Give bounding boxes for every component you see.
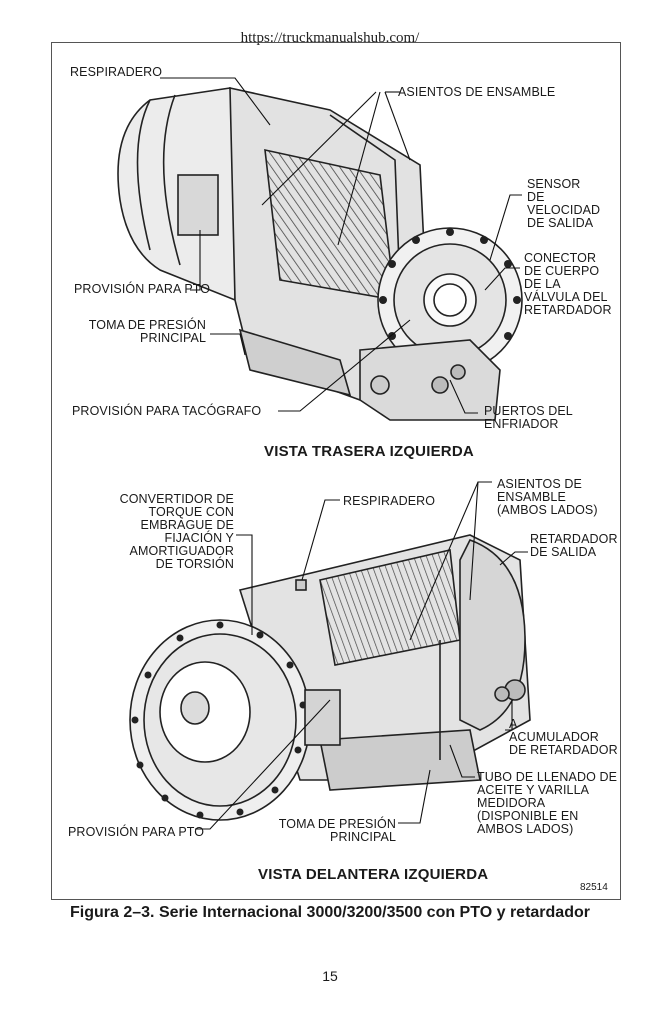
label-provision-tacografo: PROVISIÓN PARA TACÓGRAFO [72,404,262,418]
rear-view-leaders [160,77,522,414]
figure-code: 82514 [580,882,608,893]
label-conector-valvula: CONECTOR DE CUERPO DE LA VÁLVULA DEL RET… [524,251,612,317]
label-toma-presion-bottom: TOMA DE PRESIÓN PRINCIPAL [278,817,396,844]
label-puertos-enfriador: PUERTOS DEL ENFRIADOR [484,404,573,431]
label-asientos-ambos-lados: ASIENTOS DE ENSAMBLE (AMBOS LADOS) [497,477,598,517]
rear-view-drawing [117,86,523,421]
front-view-leaders [195,481,528,830]
label-provision-pto-bottom: PROVISIÓN PARA PTO [68,825,205,839]
front-view-drawing [129,534,531,821]
label-sensor-velocidad: SENSOR DE VELOCIDAD DE SALIDA [527,177,601,230]
title-vista-trasera: VISTA TRASERA IZQUIERDA [264,443,474,460]
title-vista-delantera: VISTA DELANTERA IZQUIERDA [258,866,489,883]
label-tubo-llenado: TUBO DE LLENADO DE ACEITE Y VARILLA MEDI… [477,770,618,836]
label-toma-presion-top: TOMA DE PRESIÓN PRINCIPAL [88,318,206,345]
label-convertidor-torque: CONVERTIDOR DE TORQUE CON EMBRAGUE DE FI… [119,492,234,571]
figure-caption: Figura 2–3. Serie Internacional 3000/320… [70,904,590,921]
label-retardador-salida: RETARDADOR DE SALIDA [530,532,618,559]
label-respiradero: RESPIRADERO [70,65,163,79]
label-asientos-ensamble: ASIENTOS DE ENSAMBLE [398,85,556,99]
label-acumulador-retardador: A ACUMULADOR DE RETARDADOR [509,717,618,757]
label-provision-pto-top: PROVISIÓN PARA PTO [74,282,211,296]
label-respiradero-bottom: RESPIRADERO [343,494,436,508]
page-number: 15 [322,968,338,984]
figure-frame [51,42,621,900]
